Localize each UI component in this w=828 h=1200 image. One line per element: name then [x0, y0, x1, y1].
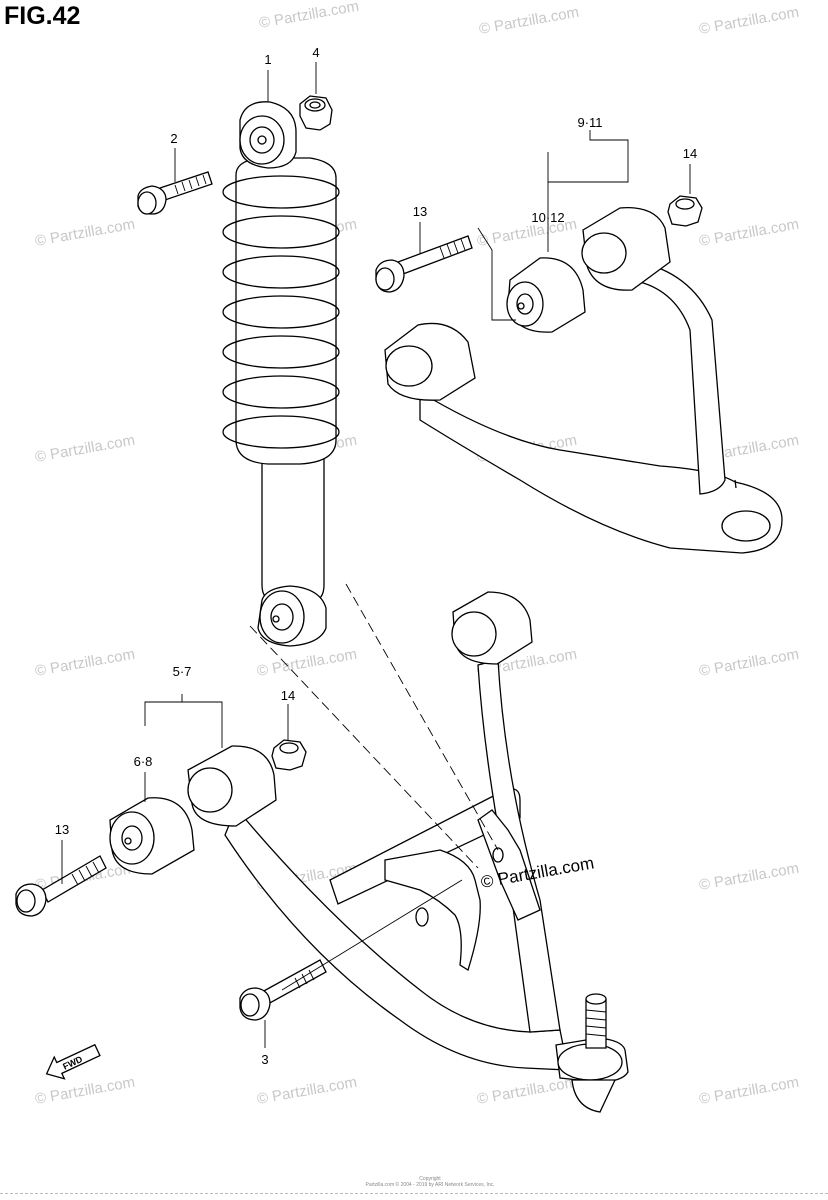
- copyright-line-2: Partzilla.com © 2004 - 2019 by ARI Netwo…: [365, 1182, 495, 1188]
- watermark: © Partzilla.com: [34, 646, 136, 680]
- callout-13-upper: 13: [413, 204, 427, 219]
- lower-arm: [187, 591, 629, 1113]
- watermark: © Partzilla.com: [34, 1074, 136, 1108]
- callout-14-lower: 14: [281, 688, 295, 703]
- callout-3: 3: [261, 1052, 268, 1067]
- watermark: © Partzilla.com: [698, 860, 800, 894]
- leader-lines: [61, 62, 691, 1048]
- watermark-layer: © Partzilla.com © Partzilla.com © Partzi…: [34, 0, 800, 1108]
- watermark: © Partzilla.com: [258, 0, 360, 32]
- callout-10-12: 10·12: [531, 210, 564, 225]
- fwd-arrow-icon: FWD: [45, 1043, 101, 1080]
- lower-bushing: [109, 797, 195, 875]
- watermark: © Partzilla.com: [256, 646, 358, 680]
- callout-13-lower: 13: [55, 822, 69, 837]
- upper-shock-bolt: [137, 171, 213, 215]
- lower-arm-nut: [271, 739, 307, 771]
- copyright-note: Copyright Partzilla.com © 2004 - 2019 by…: [350, 1176, 510, 1188]
- watermark: © Partzilla.com: [478, 4, 580, 38]
- callout-9-11: 9·11: [577, 115, 602, 130]
- watermark: © Partzilla.com: [698, 4, 800, 38]
- copyright-line-1: Copyright: [419, 1176, 441, 1182]
- shock-absorber: [222, 101, 340, 647]
- callout-6-8: 6·8: [134, 754, 153, 769]
- callout-14-upper: 14: [683, 146, 697, 161]
- watermark: © Partzilla.com: [34, 216, 136, 250]
- upper-arm-nut: [667, 195, 703, 227]
- upper-arm-bolt: [375, 235, 473, 293]
- callout-2: 2: [170, 131, 177, 146]
- lower-arm-bolt: [15, 855, 107, 917]
- figure-title: FIG.42: [4, 2, 81, 30]
- shock-lower-bolt: [239, 959, 327, 1021]
- callout-4: 4: [312, 45, 319, 60]
- bottom-border: [0, 1193, 828, 1194]
- callout-1: 1: [264, 52, 271, 67]
- watermark: © Partzilla.com: [698, 646, 800, 680]
- upper-arm: [384, 207, 783, 554]
- callout-labels: 1 4 2 9·11 14 13 10·12 5·7 14 6·8 13 3: [55, 45, 697, 1067]
- upper-bushing: [506, 257, 586, 333]
- watermark: © Partzilla.com: [698, 1074, 800, 1108]
- watermark: © Partzilla.com: [698, 216, 800, 250]
- upper-shock-nut: [299, 95, 333, 131]
- watermark: © Partzilla.com: [34, 432, 136, 466]
- watermark: © Partzilla.com: [256, 1074, 358, 1108]
- callout-5-7: 5·7: [173, 664, 192, 679]
